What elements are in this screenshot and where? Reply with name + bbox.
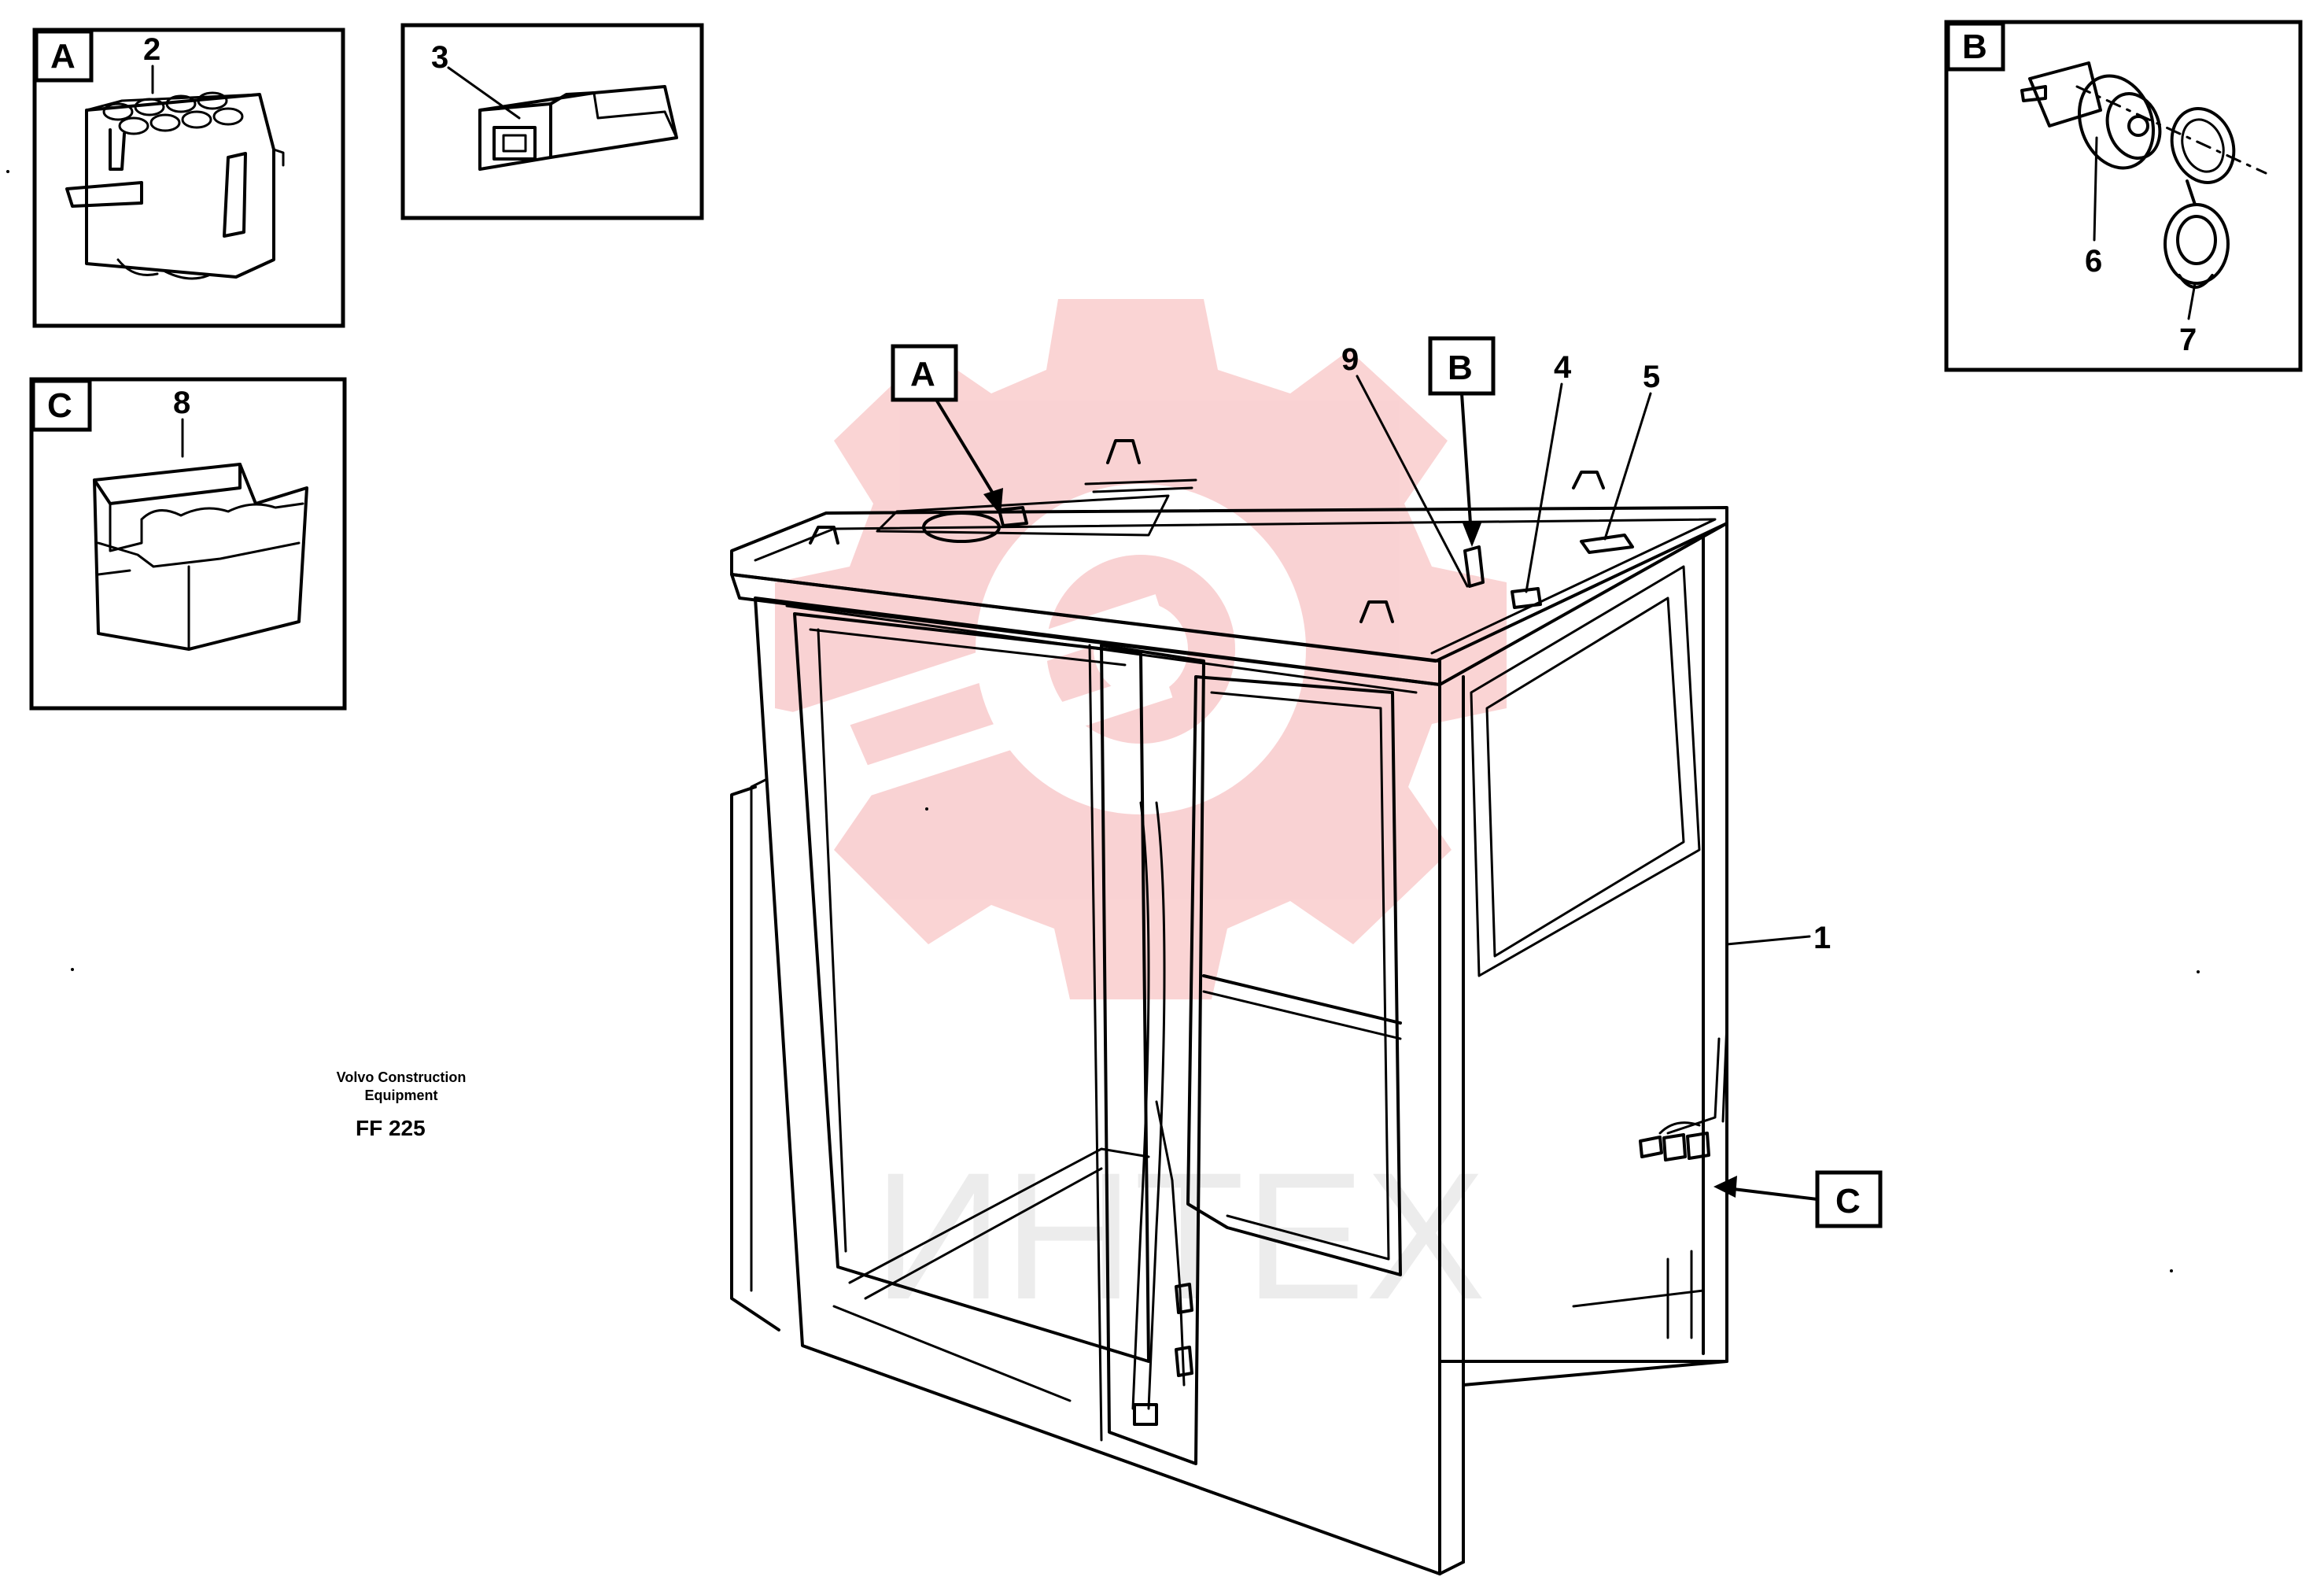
inset-a-letter: A [50,37,76,76]
part-number-8: 8 [173,386,190,420]
inset-c-letter: C [47,386,72,425]
cab-connector-cluster-icon [1639,1121,1710,1161]
connector-housing-icon [93,463,308,651]
callout-a-letter: A [910,355,935,393]
part-number-7: 7 [2179,323,2197,357]
callout-b-letter: B [1448,349,1473,387]
connector-single-icon [478,85,678,171]
cab-frame [730,439,1728,1575]
connector-8pin-icon [65,91,285,280]
part-number-6: 6 [2085,244,2102,279]
socket-icon [2020,61,2162,170]
cap-icon [2164,107,2236,289]
callout-a: A [891,344,1003,515]
inset-b-letter: B [1962,28,1987,66]
part-number-4: 4 [1554,350,1572,385]
inset-c: C 8 [29,377,347,711]
inset-b: B 6 7 [1944,20,2303,372]
part-number-2: 2 [143,32,160,67]
part-number-9: 9 [1341,342,1359,377]
brand-line-1: Volvo Construction [337,1069,467,1085]
part-number-3: 3 [431,40,448,75]
brand-line-2: Equipment [365,1088,438,1103]
scan-specks [6,170,2200,1272]
callout-c: C [1713,1170,1883,1228]
part-number-1: 1 [1813,921,1831,955]
callout-c-letter: C [1835,1182,1861,1221]
drawing-code: FF 225 [356,1116,426,1140]
part-number-5: 5 [1643,360,1660,394]
inset-a: A 2 [32,28,345,328]
callout-b: B [1428,336,1496,547]
inset-part-3: 3 [400,23,704,220]
